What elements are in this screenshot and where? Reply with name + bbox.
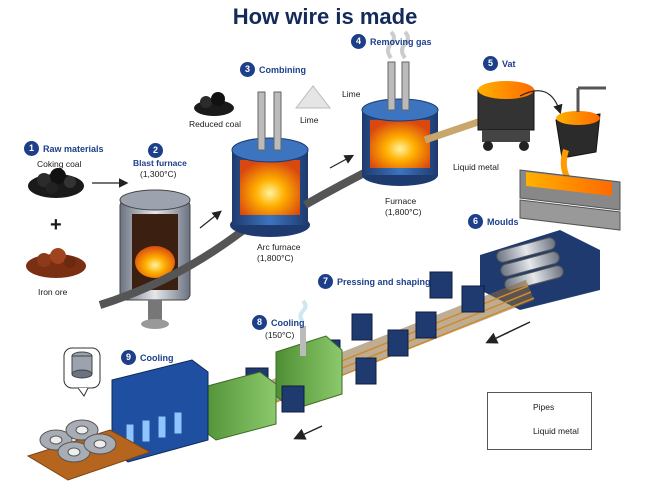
step-label: Raw materials bbox=[43, 143, 104, 154]
coking-coal-pile-icon bbox=[28, 168, 84, 198]
step-label: Moulds bbox=[487, 216, 519, 227]
step-1-header: 1 Raw materials bbox=[24, 141, 104, 156]
iron-ore-label: Iron ore bbox=[38, 287, 68, 297]
ladle bbox=[555, 86, 606, 184]
blast-furnace-temp-label: (1,300°C) bbox=[140, 169, 177, 179]
legend-pipes-label: Pipes bbox=[533, 402, 555, 412]
lime-label-1: Lime bbox=[300, 115, 319, 125]
moulds bbox=[480, 169, 621, 310]
blast-furnace bbox=[119, 189, 191, 329]
step-3-header: 3 Combining bbox=[240, 62, 306, 77]
step-number-badge: 7 bbox=[318, 274, 333, 289]
step-number-badge: 8 bbox=[252, 315, 267, 330]
wire-coil-callout-icon bbox=[63, 347, 101, 397]
legend-liquid-metal-label: Liquid metal bbox=[533, 426, 579, 436]
cooling-temp-label: (150°C) bbox=[265, 330, 295, 340]
step-8-header: 8 Cooling bbox=[252, 315, 305, 330]
step-number-badge: 9 bbox=[121, 350, 136, 365]
arrow-arc-to-furnace bbox=[329, 154, 355, 169]
arc-furnace-temp-label: (1,800°C) bbox=[257, 253, 294, 263]
coking-coal-label: Coking coal bbox=[37, 159, 82, 169]
reduced-coal-label: Reduced coal bbox=[189, 119, 241, 129]
vat bbox=[477, 81, 535, 151]
step-4-header: 4 Removing gas bbox=[351, 34, 432, 49]
step-9-header: 9 Cooling bbox=[121, 350, 174, 365]
plus-sign: + bbox=[50, 214, 62, 236]
arc-furnace bbox=[230, 91, 310, 237]
step-label: Cooling bbox=[140, 352, 174, 363]
lime-pile-icon bbox=[294, 85, 332, 109]
step-label: Pressing and shaping bbox=[337, 276, 431, 287]
legend-box bbox=[487, 392, 592, 450]
step-5-header: 5 Vat bbox=[483, 56, 516, 71]
lime-label-2: Lime bbox=[342, 89, 361, 99]
step-number-badge: 2 bbox=[148, 143, 163, 158]
step-label: Vat bbox=[502, 58, 516, 69]
step-label: Blast furnace bbox=[133, 158, 187, 168]
liquid-metal-label: Liquid metal bbox=[453, 162, 499, 172]
step-number-badge: 1 bbox=[24, 141, 39, 156]
arrow-moulds-to-pressing bbox=[485, 321, 531, 344]
arrow-line-direction bbox=[293, 425, 323, 440]
step-number-badge: 4 bbox=[351, 34, 366, 49]
reduced-coal-pile-icon bbox=[194, 92, 234, 116]
step-number-badge: 6 bbox=[468, 214, 483, 229]
step-label: Removing gas bbox=[370, 36, 432, 47]
iron-ore-pile-icon bbox=[26, 248, 86, 278]
arc-furnace-label: Arc furnace bbox=[257, 242, 301, 252]
wire-coils-pallet bbox=[26, 419, 152, 481]
screw-conveyor-1 bbox=[98, 221, 253, 309]
degassing-furnace bbox=[361, 30, 439, 186]
furnace-label: Furnace bbox=[385, 196, 417, 206]
step-number-badge: 5 bbox=[483, 56, 498, 71]
step-number-badge: 3 bbox=[240, 62, 255, 77]
final-cooling-unit bbox=[111, 359, 277, 463]
arrow-vat-to-ladle bbox=[519, 90, 563, 115]
step-6-header: 6 Moulds bbox=[468, 214, 519, 229]
step-7-header: 7 Pressing and shaping bbox=[318, 274, 431, 289]
step-label: Combining bbox=[259, 64, 306, 75]
arrow-blast-to-arc bbox=[199, 210, 222, 229]
step-label: Cooling bbox=[271, 317, 305, 328]
furnace-temp-label: (1,800°C) bbox=[385, 207, 422, 217]
step-2-header: 2 bbox=[148, 143, 163, 158]
diagram-title: How wire is made bbox=[232, 4, 418, 29]
